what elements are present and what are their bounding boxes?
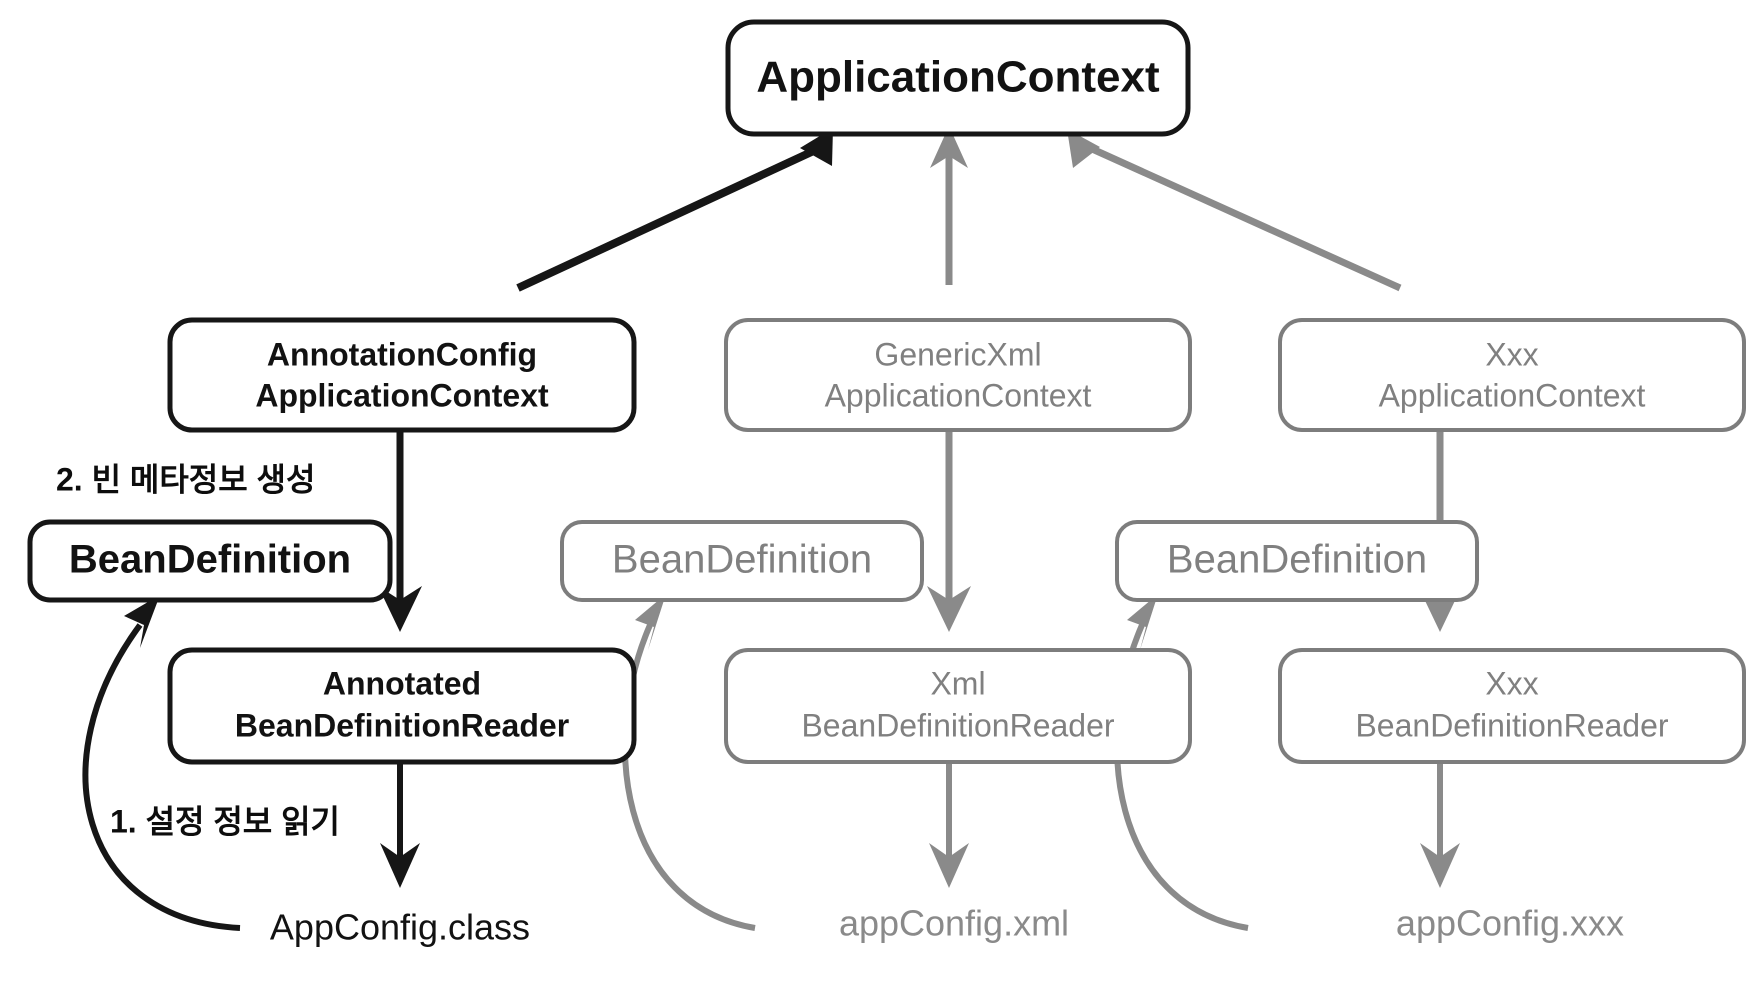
edge-appconfigxml-to-beandefinition	[622, 594, 756, 931]
beandefinition-annotation-label: BeanDefinition	[69, 538, 351, 582]
step-2-label: 2. 빈 메타정보 생성	[56, 461, 315, 497]
node-annotationconfig-applicationcontext[interactable]: AnnotationConfig ApplicationContext	[167, 317, 637, 433]
appconfig-xxx-label: appConfig.xxx	[1396, 903, 1624, 944]
step-1-label: 1. 설정 정보 읽기	[110, 803, 340, 839]
edge-appconfig-to-beandefinition	[82, 595, 241, 931]
node-xml-beandefinitionreader[interactable]: Xml BeanDefinitionReader	[724, 648, 1192, 764]
node-application-context[interactable]: ApplicationContext	[725, 19, 1191, 137]
node-appconfig-xml[interactable]: appConfig.xml	[839, 903, 1069, 944]
appconfig-class-label: AppConfig.class	[270, 907, 530, 948]
node-xxx-beandefinitionreader[interactable]: Xxx BeanDefinitionReader	[1278, 648, 1746, 764]
appconfig-xml-label: appConfig.xml	[839, 903, 1069, 944]
edge-annotationconfig-to-applicationcontext	[516, 128, 833, 292]
xml-reader-line2: BeanDefinitionReader	[801, 707, 1114, 743]
node-genericxml-applicationcontext[interactable]: GenericXml ApplicationContext	[724, 318, 1192, 432]
xxx-line1: Xxx	[1485, 336, 1538, 372]
annotated-reader-line1: Annotated	[323, 665, 481, 701]
edge-xxx-to-applicationcontext	[1067, 129, 1402, 292]
node-appconfig-class[interactable]: AppConfig.class	[270, 907, 530, 948]
node-beandefinition-annotation[interactable]: BeanDefinition	[27, 519, 393, 603]
node-xxx-applicationcontext[interactable]: Xxx ApplicationContext	[1278, 318, 1746, 432]
genericxml-line2: ApplicationContext	[825, 377, 1092, 413]
annotation-step-2: 2. 빈 메타정보 생성	[56, 461, 315, 497]
edge-genericxml-to-applicationcontext	[930, 126, 968, 285]
xxx-line2: ApplicationContext	[1379, 377, 1646, 413]
node-annotated-beandefinitionreader[interactable]: Annotated BeanDefinitionReader	[167, 647, 637, 765]
annotationconfig-line2: ApplicationContext	[255, 377, 549, 413]
annotation-step-1: 1. 설정 정보 읽기	[110, 803, 340, 839]
xxx-reader-line2: BeanDefinitionReader	[1355, 707, 1668, 743]
genericxml-line1: GenericXml	[874, 336, 1041, 372]
beandefinition-xml-label: BeanDefinition	[612, 538, 872, 582]
xml-reader-line1: Xml	[930, 665, 985, 701]
node-beandefinition-xml[interactable]: BeanDefinition	[560, 520, 924, 602]
node-appconfig-xxx[interactable]: appConfig.xxx	[1396, 903, 1624, 944]
beandefinition-xxx-label: BeanDefinition	[1167, 538, 1427, 582]
node-beandefinition-xxx[interactable]: BeanDefinition	[1115, 520, 1479, 602]
application-context-label: ApplicationContext	[756, 53, 1160, 102]
annotated-reader-line2: BeanDefinitionReader	[235, 707, 569, 743]
xxx-reader-line1: Xxx	[1485, 665, 1538, 701]
annotationconfig-line1: AnnotationConfig	[267, 336, 537, 372]
